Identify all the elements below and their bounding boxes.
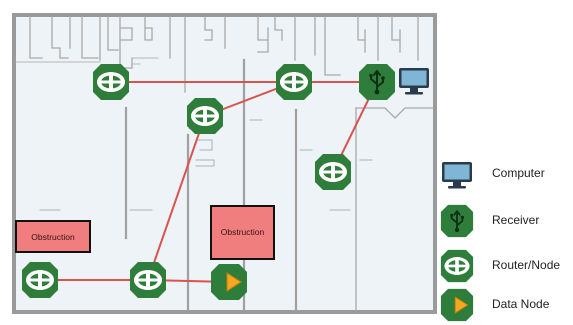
- data-node-icon: [440, 288, 474, 322]
- floorplan-walls: [12, 13, 437, 314]
- link-router-2-router-6: [147, 115, 206, 281]
- router-icon: [440, 249, 474, 283]
- receiver-receiver-icon: [358, 63, 396, 101]
- obstruction-left: [15, 220, 91, 253]
- router-4-router-icon: [315, 154, 351, 190]
- router-1-router-icon: [93, 64, 129, 100]
- computer-icon: [442, 162, 472, 189]
- obstruction-center: [210, 205, 275, 260]
- legend-label-data-node: Data Node: [492, 297, 550, 311]
- router-6-router-icon: [130, 262, 166, 298]
- legend-label-router: Router/Node: [492, 258, 561, 272]
- router-2-router-icon: [187, 98, 223, 134]
- router-3-router-icon: [276, 64, 312, 100]
- legend-item-receiver: Receiver: [440, 204, 573, 238]
- receiver-icon: [440, 204, 474, 238]
- legend-label-computer: Computer: [492, 166, 545, 180]
- obstruction-left-label: Obstruction: [31, 232, 75, 242]
- data-node-data-node-icon: [210, 263, 248, 301]
- legend-item-router: Router/Node: [440, 249, 573, 283]
- router-5-router-icon: [22, 262, 58, 298]
- obstruction-center-label: Obstruction: [220, 227, 265, 237]
- legend-item-data-node: Data Node: [440, 288, 573, 322]
- legend-item-computer: Computer: [440, 157, 573, 191]
- legend-label-receiver: Receiver: [492, 213, 540, 227]
- floorplan-area: [14, 15, 435, 312]
